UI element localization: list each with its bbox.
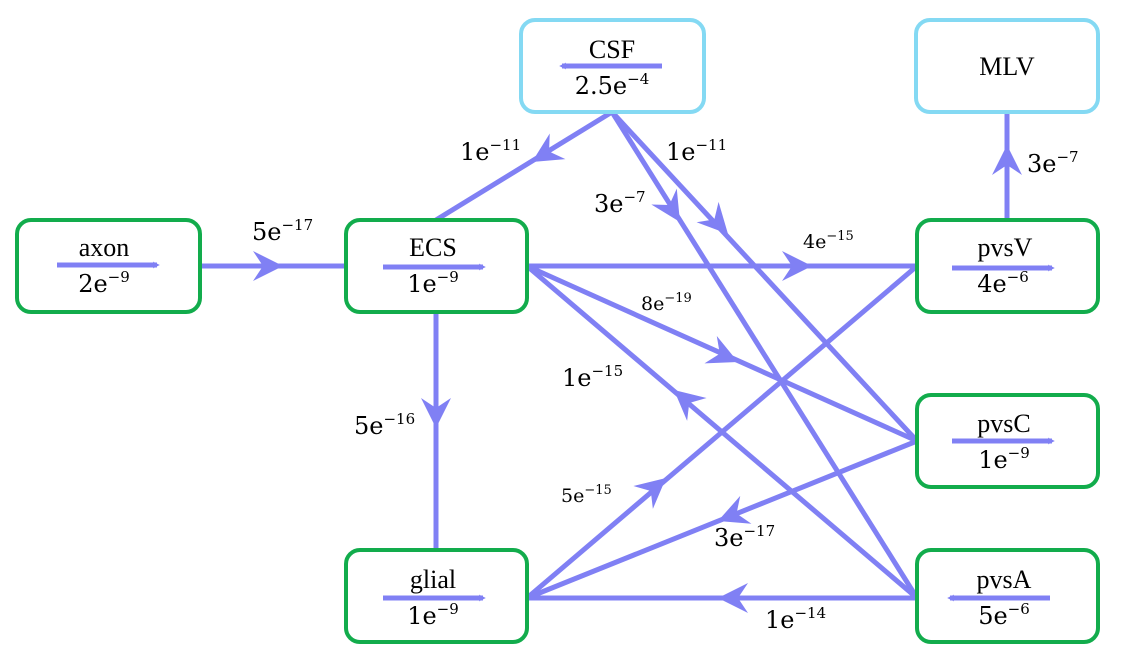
edge-glial-pvsv-arrowhead [633,478,666,509]
node-axon-value: 2e−9 [78,268,130,298]
nodes-layer: CSF 2.5e−4 MLV axon 2e−9 ECS 1e−9 pvsV 4… [15,18,1100,644]
edge-csf-pvsa-arrowhead [651,188,680,222]
node-glial-label: glial [410,565,456,594]
edge-ecs-pvsv-rate: 4e−15 [803,229,854,253]
edge-pvsv-mlv-rate: 3e−7 [1027,148,1079,178]
edge-csf-ecs-line [434,109,614,223]
edge-pvsa-glial-rate: 1e−14 [765,604,826,634]
edge-glial-pvsv-rate: 5e−15 [561,483,612,507]
node-axon: axon 2e−9 [15,218,202,314]
edge-ecs-pvsc-rate: 8e−19 [641,291,692,315]
edge-axon-ecs-rate: 5e−17 [252,216,313,246]
edge-glial-pvsv-line [525,264,919,600]
edge-csf-pvsc-arrowhead [696,201,728,234]
edge-arrows-layer [253,133,1022,613]
node-pvsv-label: pvsV [978,233,1033,262]
edge-ecs-pvsv-arrowhead [782,251,812,281]
edges-layer [200,109,1010,601]
node-pvsc-value: 1e−9 [978,444,1030,474]
node-glial: glial 1e−9 [344,548,529,644]
edge-ecs-glial-rate: 5e−16 [354,410,415,440]
edge-csf-ecs-arrowhead [532,133,566,162]
node-csf: CSF 2.5e−4 [519,18,706,114]
node-pvsc: pvsC 1e−9 [915,393,1100,489]
node-pvsv: pvsV 4e−6 [915,218,1100,314]
edge-ecs-glial-arrowhead [421,398,451,428]
node-mlv: MLV [914,18,1100,114]
edge-pvsa-glial-arrowhead [718,583,748,613]
edge-csf-ecs-rate: 1e−11 [460,136,521,166]
node-ecs: ECS 1e−9 [344,218,529,314]
node-pvsc-label: pvsC [977,409,1030,438]
edge-csf-pvsa-line [609,110,920,600]
node-ecs-value: 1e−9 [407,268,459,298]
edge-pvsv-mlv-arrowhead [992,145,1022,175]
node-axon-label: axon [79,233,130,262]
node-csf-label: CSF [589,35,635,64]
edge-pvsa-ecs-arrowhead [674,390,707,421]
node-pvsv-value: 4e−6 [977,268,1029,298]
edge-pvsc-glial-rate: 3e−17 [714,522,775,552]
edge-labels-layer: 5e−17 5e−16 4e−15 8e−19 1e−15 1e−11 3e−7… [252,136,1079,634]
edge-axon-ecs-arrowhead [253,251,283,281]
node-pvsa: pvsA 5e−6 [915,548,1100,644]
node-csf-value: 2.5e−4 [575,70,650,100]
edge-csf-pvsa-rate: 3e−7 [594,188,646,218]
edge-csf-pvsc-rate: 1e−11 [666,136,727,166]
edge-pvsc-glial-arrowhead [718,495,752,524]
node-mlv-label: MLV [979,52,1035,81]
node-pvsa-value: 5e−6 [978,600,1030,630]
node-ecs-label: ECS [409,233,457,262]
edge-pvsa-ecs-rate: 1e−15 [562,362,623,392]
node-glial-value: 1e−9 [407,600,459,630]
edge-csf-pvsc-line [610,110,919,443]
edge-ecs-pvsc-arrowhead [704,336,738,364]
node-pvsa-label: pvsA [977,565,1032,594]
